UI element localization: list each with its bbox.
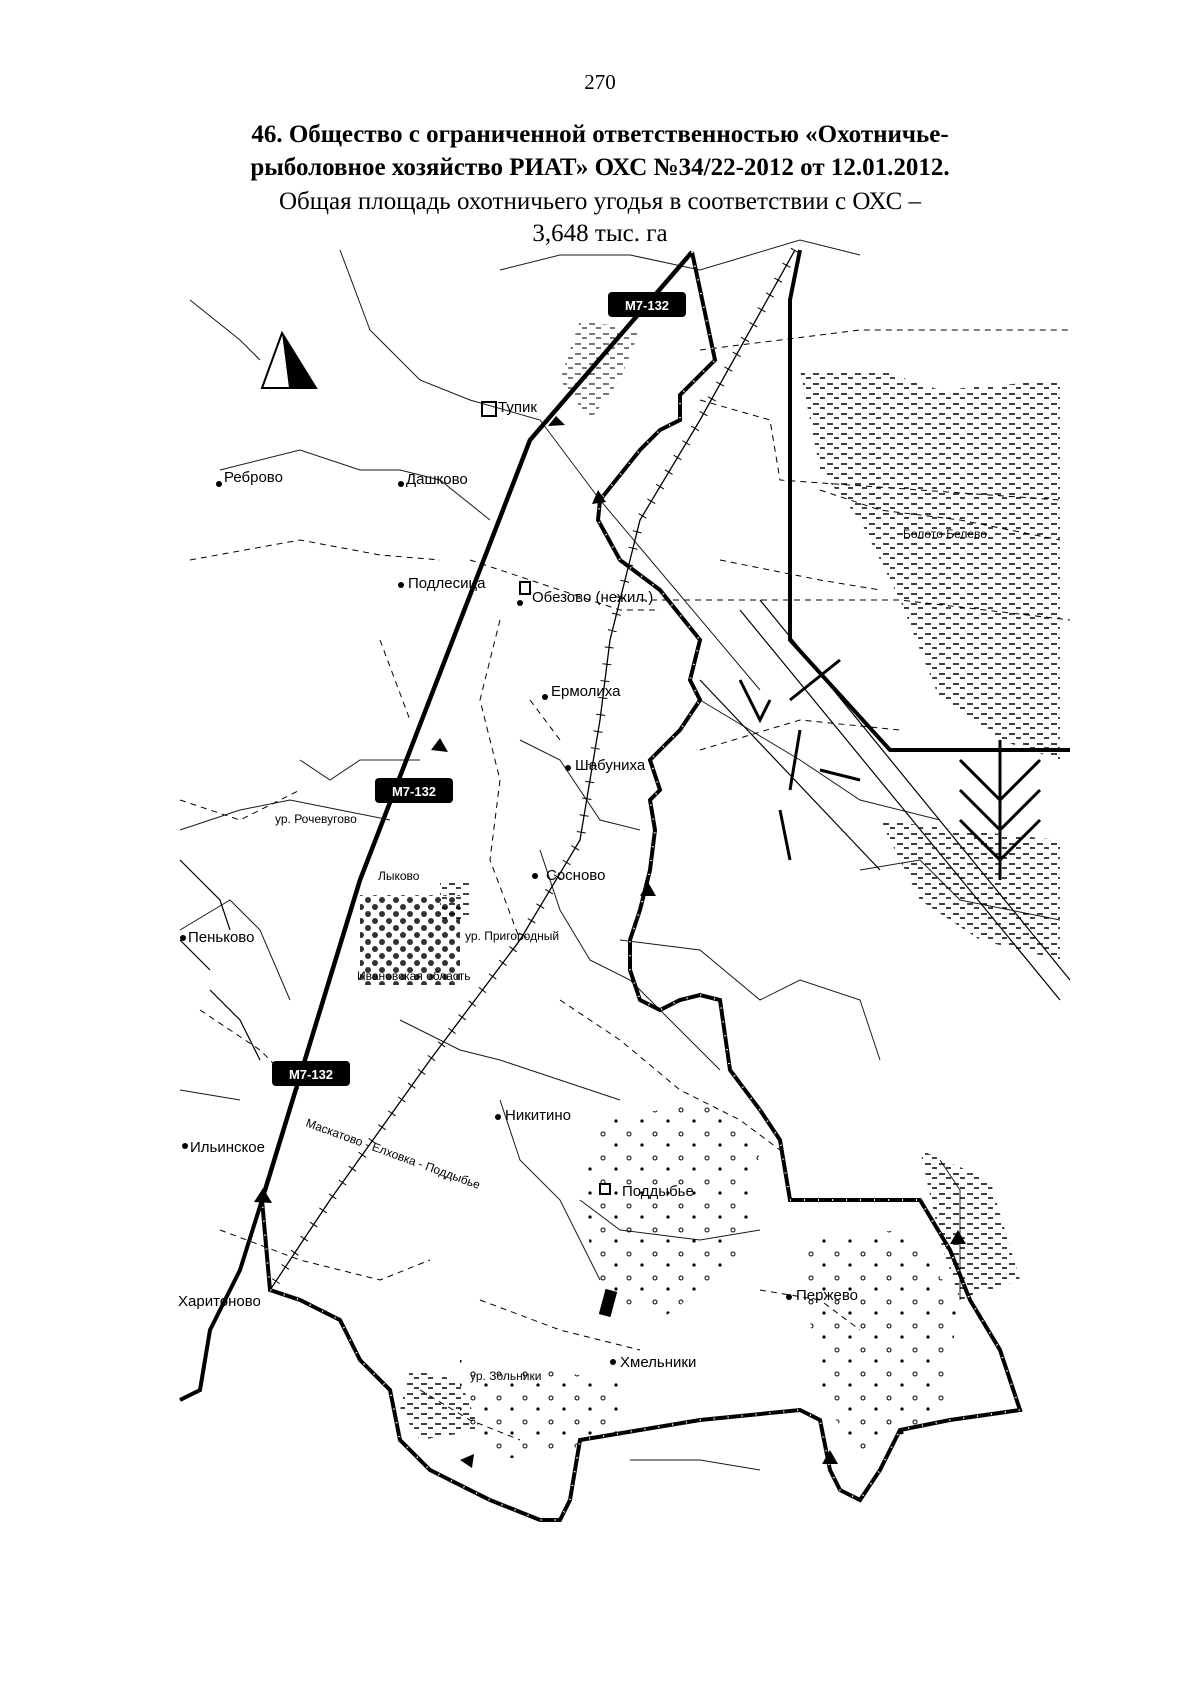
label-sosnovo: Сосново	[546, 867, 605, 884]
title-line-1: 46. Общество с ограниченной ответственно…	[251, 121, 949, 148]
label-podlesitsa: Подлесица	[408, 575, 486, 592]
page-title: 46. Общество с ограниченной ответственно…	[80, 118, 1120, 184]
road-badge-bottom: M7-132	[272, 1061, 350, 1086]
label-tupik: Тупик	[498, 399, 537, 416]
minor-roads	[179, 239, 1061, 1471]
highway-m7-132	[254, 250, 694, 1203]
area-line-1: Общая площадь охотничьего угодья в соотв…	[279, 188, 921, 215]
label-boloto-belevo: Болото Белево	[903, 527, 987, 541]
area-line-2: 3,648 тыс. га	[532, 220, 668, 247]
label-rail-line: Маскатово - Елховка - Поддыбье	[304, 1116, 483, 1192]
road-badge-middle: M7-132	[375, 778, 453, 803]
label-ur-prigorodny: ур. Пригородный	[465, 929, 559, 943]
sparse-vegetation	[460, 1100, 960, 1460]
dense-forest-area	[360, 895, 460, 985]
railway-line	[266, 247, 799, 1293]
svg-text:M7-132: M7-132	[392, 784, 436, 799]
label-rebrovo: Реброво	[224, 469, 283, 486]
label-ur-zolniki: ур. Зольники	[470, 1369, 541, 1383]
label-perzhevo: Пержево	[796, 1287, 858, 1304]
svg-text:M7-132: M7-132	[625, 298, 669, 313]
label-ermolikha: Ермолиха	[551, 683, 621, 700]
label-ur-rochevugovo: ур. Рочевугово	[275, 812, 357, 826]
streams	[179, 859, 261, 1061]
drainage-symbols	[738, 658, 1042, 880]
label-ivanovskaya: Ивановская область	[357, 969, 471, 983]
settlement-markers	[180, 401, 792, 1365]
label-ilyinskoe: Ильинское	[190, 1139, 265, 1156]
area-statement: Общая площадь охотничьего угодья в соотв…	[80, 186, 1120, 250]
road-east	[179, 249, 1070, 1402]
label-lykovo: Лыково	[378, 869, 420, 883]
label-dashkovo: Дашково	[406, 471, 468, 488]
label-khmelniki: Хмельники	[620, 1354, 696, 1371]
hunting-ground-boundary	[260, 251, 1023, 1522]
road-badge-top: M7-132	[608, 292, 686, 317]
label-kharitonovo: Харитоново	[178, 1293, 261, 1310]
marsh-areas	[400, 320, 1060, 1440]
title-line-2: рыболовное хозяйство РИАТ» ОХС №34/22-20…	[250, 154, 950, 181]
label-obezovo: Обезово (нежил.)	[532, 589, 653, 606]
north-arrow-icon	[260, 330, 318, 389]
label-nikitino: Никитино	[505, 1107, 571, 1124]
svg-text:M7-132: M7-132	[289, 1067, 333, 1082]
label-penkovo: Пеньково	[188, 929, 254, 946]
page-number: 270	[584, 70, 616, 94]
label-poddybye: Поддыбье	[622, 1183, 694, 1200]
label-shabunikha: Шабуниха	[575, 757, 646, 774]
